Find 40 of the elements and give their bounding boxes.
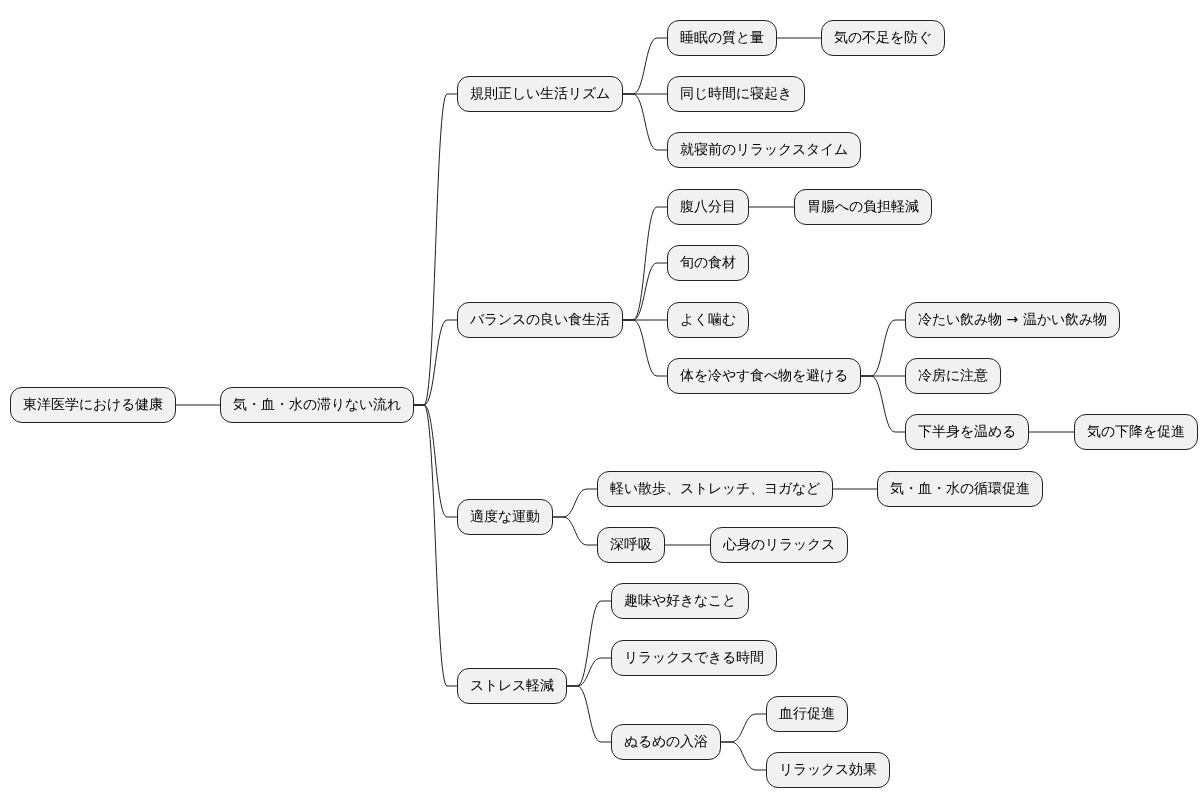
topic-box: リラックス効果 xyxy=(766,752,890,788)
topic-box: 腹八分目 xyxy=(667,189,749,225)
topic-box: 軽い散歩、ストレッチ、ヨガなど xyxy=(597,471,833,507)
connector-line xyxy=(776,37,822,39)
connector-line xyxy=(566,685,612,743)
topic-box: よく噛む xyxy=(667,302,749,338)
topic-box: 冷房に注意 xyxy=(905,358,1001,394)
connector-line xyxy=(860,375,906,433)
topic-box: 旬の食材 xyxy=(667,245,749,281)
connector-line xyxy=(622,93,668,151)
connector-line xyxy=(175,404,221,406)
topic-box: 睡眠の質と量 xyxy=(667,20,777,56)
topic-box: リラックスできる時間 xyxy=(611,640,777,676)
topic-box: 気の不足を防ぐ xyxy=(821,20,945,56)
topic-box: 気の下降を促進 xyxy=(1074,414,1198,450)
topic-box: バランスの良い食生活 xyxy=(457,302,623,338)
connector-line xyxy=(622,319,668,377)
topic-box: 胃腸への負担軽減 xyxy=(794,189,932,225)
topic-box: 体を冷やす食べ物を避ける xyxy=(667,358,861,394)
connector-line xyxy=(1028,431,1075,433)
connector-line xyxy=(664,544,711,546)
topic-box: 冷たい飲み物 → 温かい飲み物 xyxy=(905,302,1120,338)
topic-box: 趣味や好きなこと xyxy=(611,583,749,619)
topic-box: 就寝前のリラックスタイム xyxy=(667,132,861,168)
topic-box: 血行促進 xyxy=(766,696,848,732)
topic-box: 規則正しい生活リズム xyxy=(457,76,623,112)
topic-box: ぬるめの入浴 xyxy=(611,724,721,760)
topic-box: 心身のリラックス xyxy=(710,527,848,563)
topic-box: 深呼吸 xyxy=(597,527,665,563)
topic-box: ストレス軽減 xyxy=(457,668,567,704)
topic-box: 同じ時間に寝起き xyxy=(667,76,805,112)
connector-line xyxy=(748,206,795,208)
topic-box: 適度な運動 xyxy=(457,499,553,535)
connector-line xyxy=(720,741,767,771)
topic-box: 下半身を温める xyxy=(905,414,1029,450)
connector-line xyxy=(832,488,878,490)
connector-line xyxy=(552,516,598,546)
topic-box: 気・血・水の滞りない流れ xyxy=(220,387,414,423)
root-topic-box: 東洋医学における健康 xyxy=(10,387,176,423)
topic-box: 気・血・水の循環促進 xyxy=(877,471,1043,507)
